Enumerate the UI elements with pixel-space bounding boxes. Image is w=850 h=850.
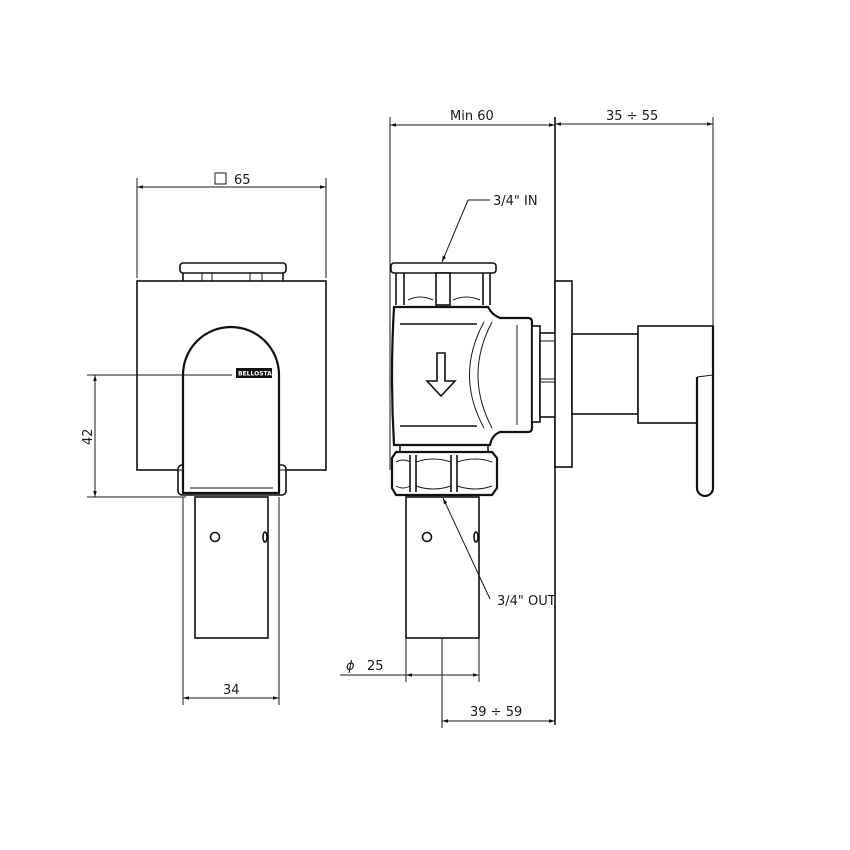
valve-body <box>390 305 557 452</box>
pipe-offset-label: 39 ÷ 59 <box>470 705 522 720</box>
pipe-offset-dimension: 39 ÷ 59 <box>441 638 555 728</box>
side-wall-plate <box>554 280 573 468</box>
depth-range-label: 35 ÷ 55 <box>606 109 658 124</box>
pipe-diameter-label: 25 <box>367 659 384 674</box>
side-view: Min 60 35 ÷ 55 3/4" IN <box>340 109 715 728</box>
valve-cover <box>177 325 287 496</box>
outlet-label: 3/4" OUT <box>497 594 556 609</box>
top-cap <box>179 262 287 281</box>
pipe-diameter-dimension: ϕ 25 <box>340 638 480 682</box>
brand-logo: BELLOSTA <box>236 368 272 378</box>
arrow-down-icon <box>425 352 457 398</box>
hex-nut <box>390 450 499 497</box>
svg-text:BELLOSTA: BELLOSTA <box>238 371 272 378</box>
width-label: 34 <box>223 683 240 698</box>
side-outlet-pipe <box>405 496 480 639</box>
square-symbol-icon <box>214 172 227 185</box>
lever-handle <box>571 325 715 498</box>
plate-size-label: 65 <box>234 173 251 188</box>
diameter-symbol: ϕ <box>346 659 355 674</box>
outlet-callout: 3/4" OUT <box>442 497 556 609</box>
depth-min-label: Min 60 <box>450 109 494 124</box>
cover-width-dimension: 34 <box>182 497 280 705</box>
inlet-callout: 3/4" IN <box>441 194 538 263</box>
height-label: 42 <box>81 428 96 445</box>
inlet-label: 3/4" IN <box>493 194 538 209</box>
outlet-pipe <box>194 496 269 639</box>
side-top-cap <box>390 262 497 306</box>
front-view: 65 BELLOSTA <box>81 172 327 705</box>
plate-width-dimension: 65 <box>136 172 327 278</box>
height-dimension: 42 <box>81 374 232 498</box>
